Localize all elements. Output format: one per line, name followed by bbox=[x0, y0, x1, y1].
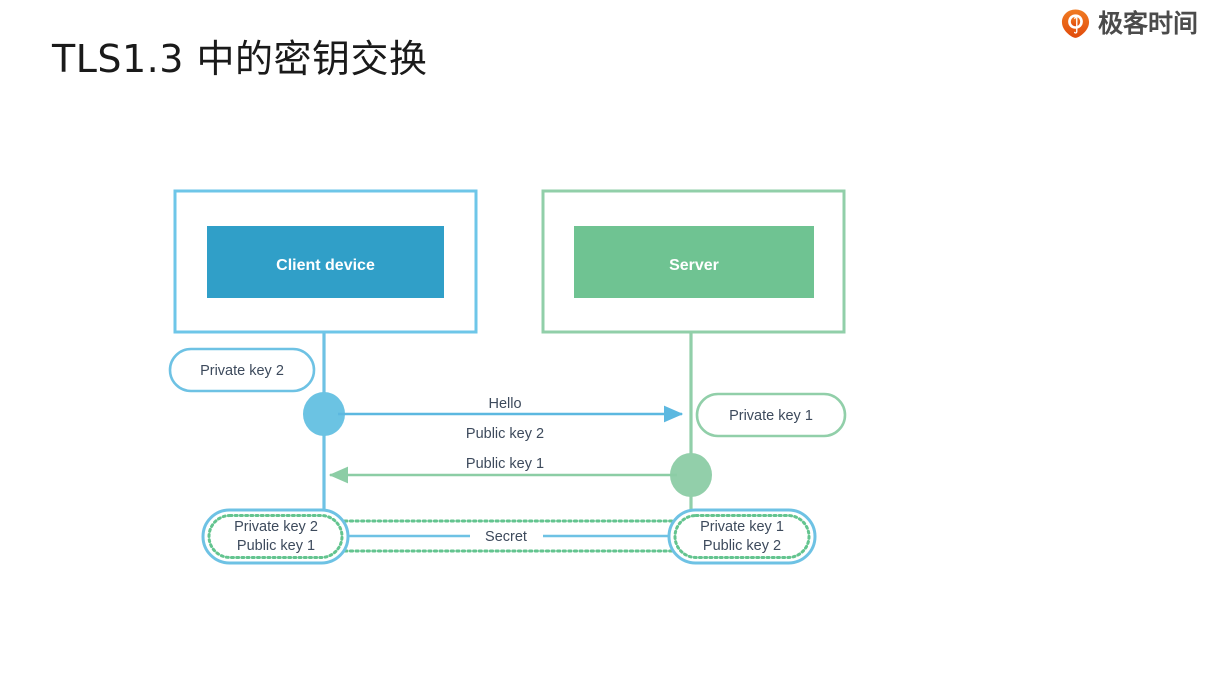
server-result-line1: Private key 1 bbox=[700, 519, 784, 535]
client-result-pill-inner bbox=[207, 514, 344, 559]
client-result-line1: Private key 2 bbox=[234, 519, 318, 535]
client-node-marker bbox=[303, 392, 345, 436]
message-label-public-key-2: Public key 2 bbox=[466, 426, 544, 442]
server-label: Server bbox=[669, 257, 719, 274]
page-title: TLS1.3 中的密钥交换 bbox=[52, 37, 428, 81]
brand-name: 极客时间 bbox=[1097, 9, 1198, 38]
server-private-key-pill bbox=[695, 392, 847, 438]
message-label-hello: Hello bbox=[488, 396, 521, 412]
shared-secret-label: Secret bbox=[485, 529, 527, 545]
client-device-label: Client device bbox=[276, 257, 375, 274]
client-private-key-pill bbox=[168, 347, 316, 393]
server-box bbox=[574, 226, 814, 298]
server-result-pill-outer bbox=[667, 508, 817, 565]
client-result-pill-outer bbox=[201, 508, 350, 565]
server-result-pill-inner bbox=[673, 514, 811, 559]
server-result-line2: Public key 2 bbox=[703, 538, 781, 554]
client-result-line2: Public key 1 bbox=[237, 538, 315, 554]
geektime-logo-icon bbox=[1061, 9, 1090, 38]
message-label-public-key-1: Public key 1 bbox=[466, 456, 544, 472]
server-private-key-label: Private key 1 bbox=[729, 408, 813, 424]
brand-logo: 极客时间 bbox=[1060, 8, 1198, 39]
client-device-box bbox=[207, 226, 444, 298]
client-private-key-label: Private key 2 bbox=[200, 363, 284, 379]
server-node-marker bbox=[670, 453, 712, 497]
